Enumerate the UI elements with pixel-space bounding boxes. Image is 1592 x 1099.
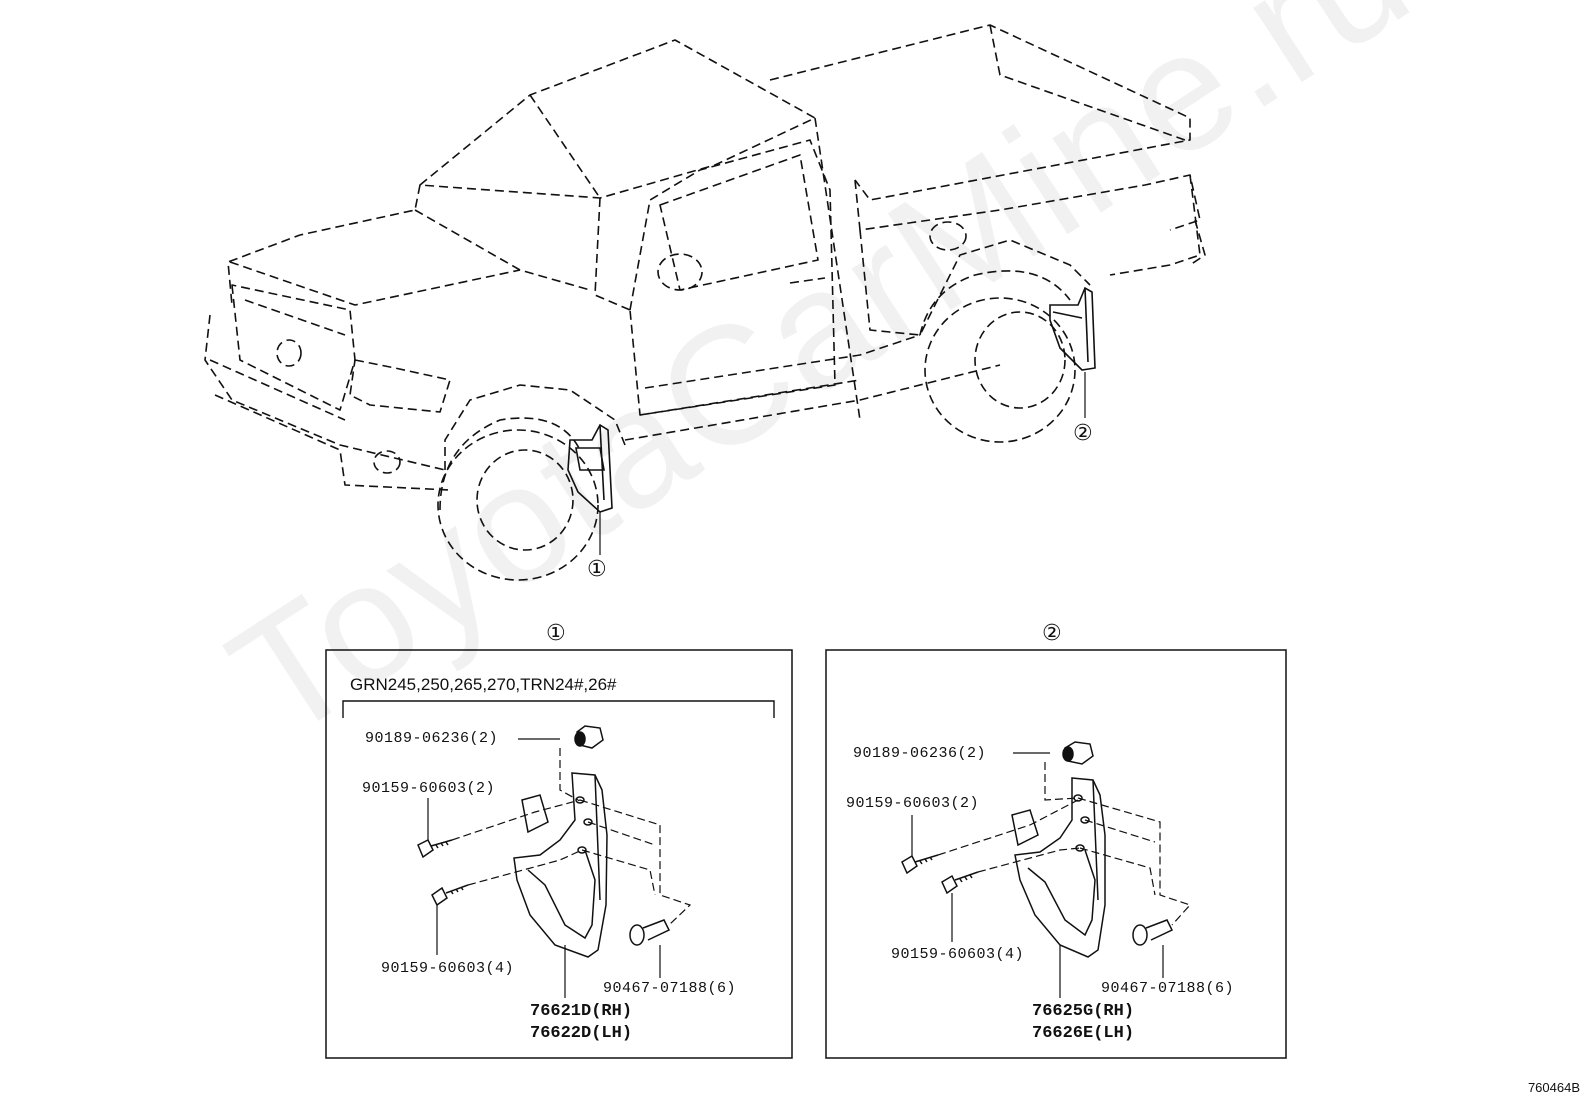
panel2-flap-lh-part-number: 76626E(LH): [1032, 1024, 1134, 1043]
panel1-screw-bottom-part-number: 90159-60603(4): [381, 960, 514, 977]
panel1-mudflap-icon: [513, 772, 608, 958]
panel2-parts-drawing: [901, 741, 1192, 998]
panel2-screw-bottom-icon: [941, 871, 979, 895]
truck-front-mudflap: [567, 423, 613, 513]
panel1-flap-rh-part-number: 76621D(RH): [530, 1002, 632, 1021]
panel2-screw-bottom-part-number: 90159-60603(4): [891, 946, 1024, 963]
panel1-clip-icon: [518, 725, 604, 749]
diagram-code: 760464B: [1527, 1080, 1580, 1095]
panel1-frame: [325, 649, 793, 1059]
panel2-flap-rh-part-number: 76625G(RH): [1032, 1002, 1134, 1021]
panel2-bolt-part-number: 90467-07188(6): [1101, 980, 1234, 997]
panel1-condition: GRN245,250,265,270,TRN24#,26#: [350, 675, 617, 694]
panel2-bolt-icon: [1132, 919, 1174, 946]
panel1-bolt-icon: [629, 919, 671, 946]
panel1-flap-lh-part-number: 76622D(LH): [530, 1024, 632, 1043]
panel2-mudflap-icon: [1011, 777, 1106, 958]
panel2-callout: ②: [1042, 621, 1062, 646]
panel1-screw-top-icon: [417, 838, 453, 859]
panel1-callout: ①: [546, 621, 566, 646]
panel1-screw-bottom-icon: [431, 884, 469, 907]
panel2-clip-icon: [1013, 741, 1094, 765]
panel1-clip-part-number: 90189-06236(2): [365, 730, 498, 747]
panel1-bolt-part-number: 90467-07188(6): [603, 980, 736, 997]
truck-rear-mudflap: [1049, 286, 1096, 371]
panel1-condition-bracket: [342, 700, 775, 718]
panel2-screw-top-icon: [901, 854, 939, 875]
front-mudflap-callout: ①: [587, 557, 607, 582]
truck-illustration: [204, 24, 1206, 581]
panel2-frame: [825, 649, 1287, 1059]
panel2-clip-part-number: 90189-06236(2): [853, 745, 986, 762]
panel1-screw-top-part-number: 90159-60603(2): [362, 780, 495, 797]
panel1-parts-drawing: [417, 725, 692, 998]
panel2-screw-top-part-number: 90159-60603(2): [846, 795, 979, 812]
rear-mudflap-callout: ②: [1073, 421, 1093, 446]
